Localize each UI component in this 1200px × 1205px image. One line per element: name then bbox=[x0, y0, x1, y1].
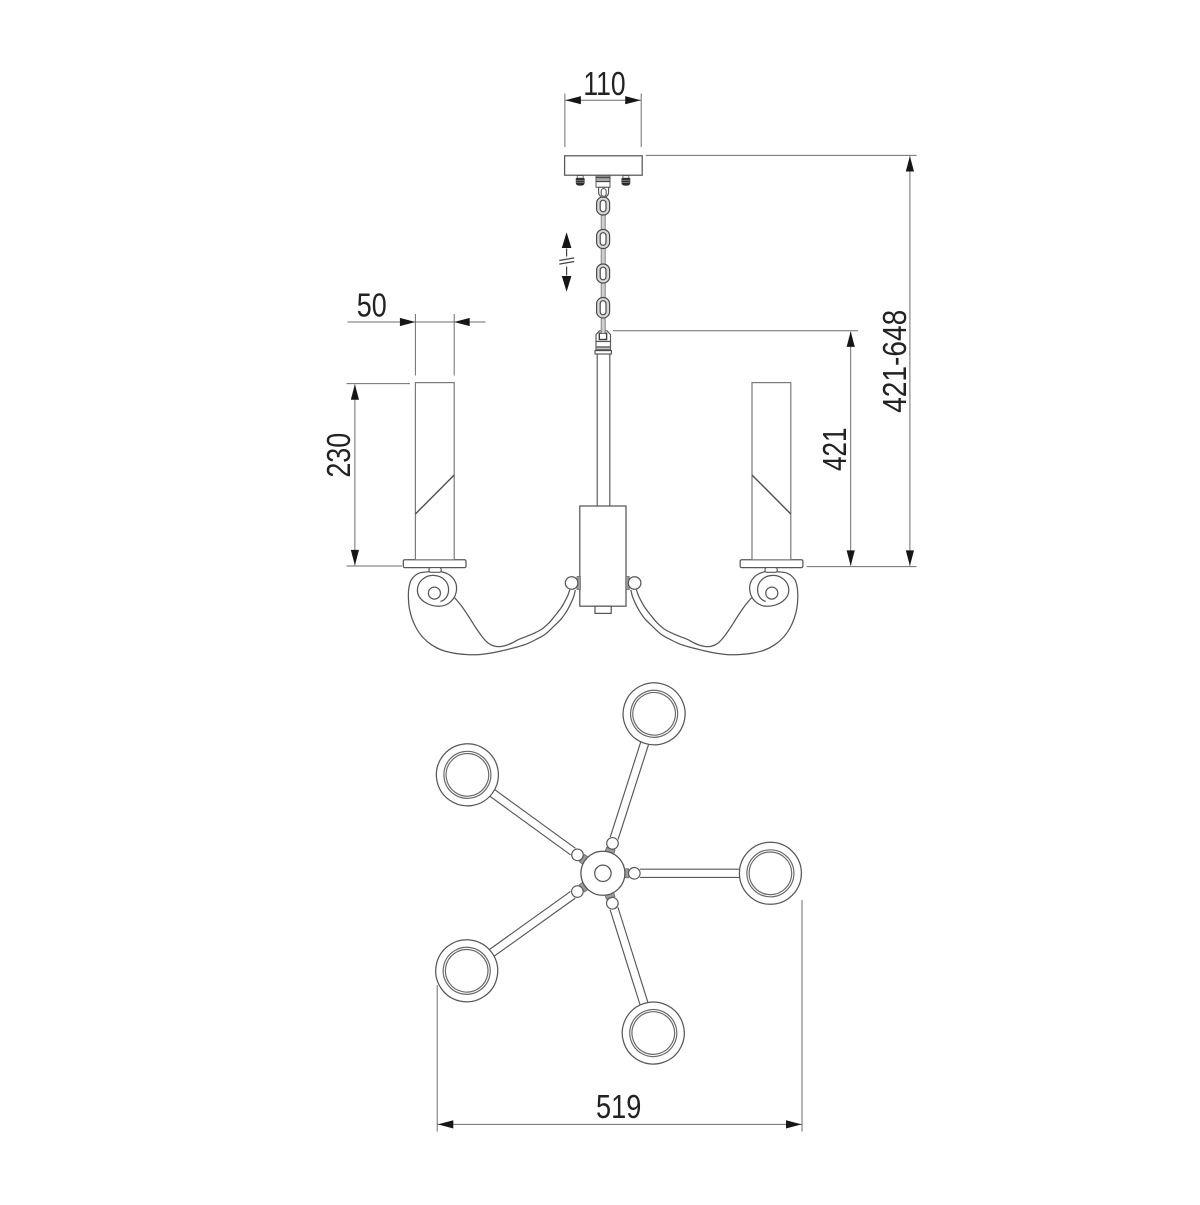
svg-text:230: 230 bbox=[321, 433, 357, 478]
svg-text:50: 50 bbox=[357, 288, 387, 324]
svg-text:110: 110 bbox=[583, 66, 625, 102]
svg-text:421-648: 421-648 bbox=[877, 310, 914, 413]
svg-text:519: 519 bbox=[596, 1090, 641, 1126]
svg-text:421: 421 bbox=[817, 428, 854, 471]
